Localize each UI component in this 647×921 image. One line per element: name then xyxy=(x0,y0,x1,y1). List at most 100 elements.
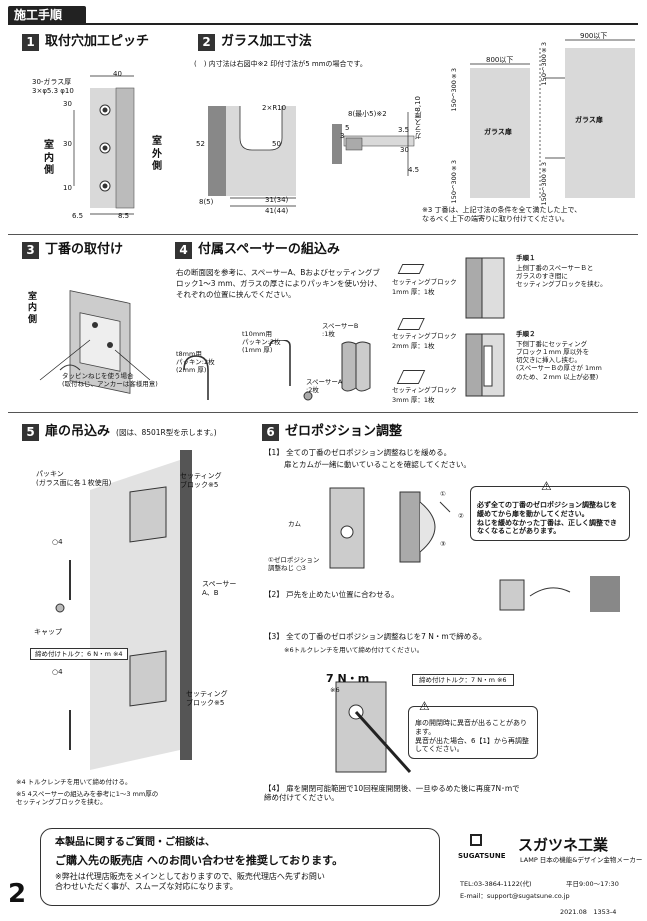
glass-cut-drawing xyxy=(208,106,296,207)
dim-150-top-right: 150～300※3 xyxy=(540,42,548,86)
step-1-text: 上側丁番のスペーサーＢと ガラスのすき間に セッティングブロックを挟む。 xyxy=(516,264,607,289)
dim-r10: 2×R10 xyxy=(262,104,287,112)
contact-line-1: 本製品に関するご質問・ご相談は、 xyxy=(55,837,215,848)
page-number: 2 xyxy=(8,879,27,909)
contact-line-3: ※弊社は代理店販売をメインとしておりますので、販売代理店へ先ずお問い 合わせいた… xyxy=(55,872,325,892)
dim-8-5b: 8(5) xyxy=(199,198,214,206)
contact-line-2: ご購入先の販売店 へのお問い合わせを推奨しております。 xyxy=(55,853,344,867)
tapping-screw-callout: タッピンねじを使う場合 (取付ねじ、アンカーは客様用意) xyxy=(62,372,158,389)
section-1-number: 1 xyxy=(22,34,39,51)
spacer-b-label: スペーサーB :1枚 xyxy=(322,322,359,339)
packing-10mm: t10mm用 パッキン:2枚 (1mm 厚) xyxy=(242,330,281,355)
dim-5: 5 xyxy=(345,124,350,132)
hours: 平日9:00～17:30 xyxy=(566,880,619,888)
cap-label: キャップ xyxy=(34,628,62,636)
section-2-heading: 2 ガラス加工寸法 xyxy=(198,34,312,51)
door-hanging-drawing xyxy=(55,450,192,770)
dim-8-min: 8(最小5)※2 xyxy=(348,110,387,118)
block-3-spec: 3mm 厚：1枚 xyxy=(392,396,435,404)
dim-800: 800以下 xyxy=(486,56,514,64)
zero-step-4: 【4】 扉を開閉可能範囲で10回程度開閉後、一旦ゆるめた後に再度7N･mで 締め… xyxy=(264,784,520,803)
spacer-ab-label: スペーサー A、B xyxy=(202,580,237,597)
circle-3: ③ xyxy=(440,540,446,548)
header-rule xyxy=(8,23,638,25)
setting-block-2mm-icon xyxy=(397,318,425,330)
dim-30b: 30 xyxy=(63,140,72,148)
block-3-name: セッティングブロック xyxy=(392,386,457,394)
dim-10: 10 xyxy=(63,184,72,192)
torque-7nm-note: ※6 xyxy=(330,686,340,694)
section-4-heading: 4 付属スペーサーの組込み xyxy=(175,242,340,259)
zero-step-3b: ※6トルクレンチを用いて締め付けてください。 xyxy=(284,646,424,654)
packing-label: パッキン (ガラス面に各１枚使用) xyxy=(36,470,112,487)
dim-3-5: 3.5 xyxy=(398,126,410,134)
hole-pitch-drawing xyxy=(73,75,135,215)
glass-edge-drawing xyxy=(332,112,415,176)
section-4-description: 右の断面図を参考に、スペーサーA、Bおよびセッティングブロック1～3 mm、ガラ… xyxy=(176,268,382,299)
section-1-heading: 1 取付穴加工ピッチ xyxy=(22,34,149,51)
dim-6-5: 6.5 xyxy=(72,212,84,220)
zero-screw-label: ①ゼロポジション 調整ねじ ○3 xyxy=(268,556,320,573)
section-5-title: 扉の吊込み xyxy=(45,424,111,440)
glass-door-label-2: ガラス扉 xyxy=(575,116,603,124)
divider-2 xyxy=(8,412,638,413)
divider-1 xyxy=(8,234,638,235)
packing-8mm: t8mm用 パッキン:2枚 (2mm 厚) xyxy=(176,350,215,375)
section-3-heading: 3 丁番の取付け xyxy=(22,242,123,259)
dim-4-5: 4.5 xyxy=(408,166,420,174)
section-3-number: 3 xyxy=(22,242,39,259)
dim-150-bottom-left: 150～300※3 xyxy=(450,160,458,204)
warning-loosen-text: 必ず全ての丁番のゼロポジション調整ねじを緩めてから扉を動かしてください。 ねじを… xyxy=(477,501,617,536)
tel: TEL:03-3864-1122(代) xyxy=(460,880,532,888)
brand-jp: スガツネ工業 xyxy=(518,836,609,854)
dim-150-bottom-right: 150～300※3 xyxy=(540,162,548,206)
spacer-a-label: スペーサーA :2枚 xyxy=(306,378,343,395)
hinge-mount-drawing xyxy=(39,290,151,394)
section-5-subtitle: (図は、8501R型を示します。) xyxy=(116,427,217,437)
section-4-number: 4 xyxy=(175,242,192,259)
section-6-number: 6 xyxy=(262,424,279,441)
doc-code: 2021.08 1353-4 xyxy=(560,908,617,916)
warning-noise: ⚠ 扉の開閉時に異音が出ることがあります。 異音が出た場合、6【1】から再調整し… xyxy=(408,699,538,759)
spacer-parts-drawing xyxy=(183,340,371,401)
torque-tighten-drawing xyxy=(335,681,412,774)
section-2-title: ガラス加工寸法 xyxy=(221,34,312,50)
block-1-name: セッティングブロック xyxy=(392,278,457,286)
door-layout-drawing xyxy=(470,39,635,198)
dim-30a: 30 xyxy=(63,100,72,108)
outer-side-label: 室外側 xyxy=(152,136,162,172)
setting-block-3mm-icon xyxy=(396,370,426,384)
dim-30s: 30 xyxy=(400,146,409,154)
inner-side-label: 室内側 xyxy=(44,140,54,176)
block-2-spec: 2mm 厚：1枚 xyxy=(392,342,435,350)
door-stop-drawing xyxy=(499,576,620,612)
section-1-title: 取付穴加工ピッチ xyxy=(45,34,150,50)
brand-sub: LAMP 日本の機能&デザイン金物メーカー xyxy=(520,856,643,864)
zero-step-3: 【3】 全ての丁番のゼロポジション調整ねじを7 N・mで締める。 xyxy=(264,632,487,641)
zero-step-1b: 扉とカムが一緒に動いていることを確認してください。 xyxy=(284,460,471,469)
dim-52: 52 xyxy=(196,140,205,148)
dim-150-top-left: 150～300※3 xyxy=(450,68,458,112)
warning-icon: ⚠ xyxy=(541,479,552,493)
section-2-number: 2 xyxy=(198,34,215,51)
cam-label: カム xyxy=(288,520,301,528)
hole-label: 30-ガラス厚 3×φ5.3 φ10 xyxy=(32,78,74,95)
section-6-title: ゼロポジション調整 xyxy=(285,424,403,440)
section-3-inner-label: 室内側 xyxy=(28,292,38,325)
block-1-spec: 1mm 厚：1枚 xyxy=(392,288,435,296)
dim-8-5: 8.5 xyxy=(118,212,130,220)
cross-section-drawing xyxy=(465,257,505,397)
tool-o4-bottom: ○4 xyxy=(52,668,63,676)
email: E-mail：support@sugatsune.co.jp xyxy=(460,892,570,900)
torque-6nm-label: 締め付けトルク：6 N・m ※4 xyxy=(30,648,128,661)
dim-900: 900以下 xyxy=(580,32,608,40)
section-2-footnote: ※3 丁番は、上記寸法の条件を全て満たした上で、 なるべく上下の端寄りに取り付け… xyxy=(422,206,582,223)
cam-adjust-drawing xyxy=(329,487,451,569)
dim-40: 40 xyxy=(113,70,122,78)
circle-1: ① xyxy=(440,490,446,498)
section-5-note-4: ※4 トルクレンチを用いて締め付ける。 xyxy=(16,778,132,786)
zero-step-2: 【2】 戸先を止めたい位置に合わせる。 xyxy=(264,590,399,599)
step-2-title: 手順２ xyxy=(516,330,536,338)
torque-7nm-box: 締め付けトルク：7 N・m ※6 xyxy=(412,674,514,687)
setting-block-label-bottom: セッティング ブロック※5 xyxy=(186,690,228,707)
